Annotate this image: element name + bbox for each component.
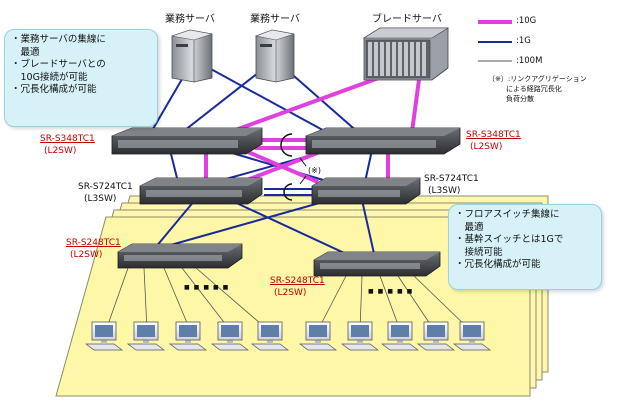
more-pcs-dots-right: ■■■■■: [368, 288, 417, 295]
la-mark-top: [280, 133, 293, 157]
callout-floor-line: ・冗長化構成が可能: [455, 259, 541, 270]
la-mark-bottom: [283, 183, 293, 201]
client-pc: [416, 321, 456, 351]
client-pc: [168, 321, 208, 351]
legend-note-line2: による経路冗長化: [506, 85, 562, 93]
floor-left-model-label: SR-S248TC1: [66, 238, 121, 248]
business-server-2: [254, 29, 295, 83]
callout-core-line: ・冗長化構成が可能: [11, 84, 97, 95]
business-server-2-label: 業務サーバ: [250, 14, 300, 25]
blade-server-label: ブレードサーバ: [372, 14, 442, 25]
callout-floor-switch: ・フロアスイッチ集線に 最適 ・基幹スイッチとは1Gで 接続可能 ・冗長化構成が…: [448, 204, 602, 290]
client-pcs: [84, 321, 492, 351]
client-pc: [380, 321, 420, 351]
l2-left-model-label: SR-S348TC1: [40, 134, 95, 144]
floor-right-type-label: (L2SW): [274, 288, 307, 298]
legend-note-line1: （※）:リンクアグリゲーション: [488, 75, 587, 83]
l3-left-model-label: SR-S724TC1: [78, 182, 133, 192]
business-server-1: [171, 29, 213, 83]
switch-sr-s248tc1-left: [117, 243, 243, 269]
client-pc: [298, 321, 338, 351]
l2-right-model-label: SR-S348TC1: [466, 130, 521, 140]
link-aggregation-label: (※): [308, 166, 321, 175]
client-pc: [84, 321, 124, 351]
callout-floor-line: ・フロアスイッチ集線に: [455, 209, 560, 220]
switch-sr-s348tc1-right: [305, 127, 461, 155]
switch-sr-s248tc1-right: [313, 251, 441, 277]
client-pc: [126, 321, 166, 351]
client-pc: [210, 321, 250, 351]
l3-right-type-label: (L3SW): [428, 186, 461, 196]
switch-sr-s724tc1-left: [139, 177, 263, 205]
callout-floor-line: 接続可能: [455, 246, 503, 258]
legend-10g-label: :10G: [516, 16, 537, 26]
switch-sr-s348tc1-left: [111, 127, 263, 155]
l2-left-type-label: (L2SW): [44, 146, 77, 156]
l3-right-model-label: SR-S724TC1: [424, 174, 479, 184]
legend-100m-label: :100M: [516, 56, 543, 66]
blade-server: [362, 27, 450, 81]
l2-right-type-label: (L2SW): [470, 142, 503, 152]
links-100m: [105, 267, 471, 331]
callout-core-switch: ・業務サーバの集線に 最適 ・ブレードサーバとの 10G接続が可能 ・冗長化構成…: [4, 29, 158, 127]
callout-core-line: ・ブレードサーバとの: [11, 59, 106, 70]
floor-right-model-label: SR-S248TC1: [270, 276, 325, 286]
business-server-1-label: 業務サーバ: [165, 14, 215, 25]
legend-swatches: [478, 20, 512, 62]
more-pcs-dots-left: ■■■■■: [184, 284, 233, 291]
client-pc: [250, 321, 290, 351]
callout-floor-line: 最適: [455, 221, 484, 233]
legend-1g-label: :1G: [516, 36, 531, 46]
floor-left-type-label: (L2SW): [70, 250, 103, 260]
callout-core-line: ・業務サーバの集線に: [11, 34, 106, 45]
client-pc: [452, 321, 492, 351]
l3-left-type-label: (L3SW): [84, 194, 117, 204]
switch-sr-s724tc1-right: [311, 177, 421, 205]
callout-core-line: 最適: [11, 46, 40, 58]
legend-note-line3: 負荷分散: [506, 95, 534, 103]
callout-floor-line: ・基幹スイッチとは1Gで: [455, 234, 564, 245]
link-aggregation-marks: [280, 133, 307, 201]
callout-core-line: 10G接続が可能: [11, 71, 88, 83]
client-pc: [340, 321, 380, 351]
